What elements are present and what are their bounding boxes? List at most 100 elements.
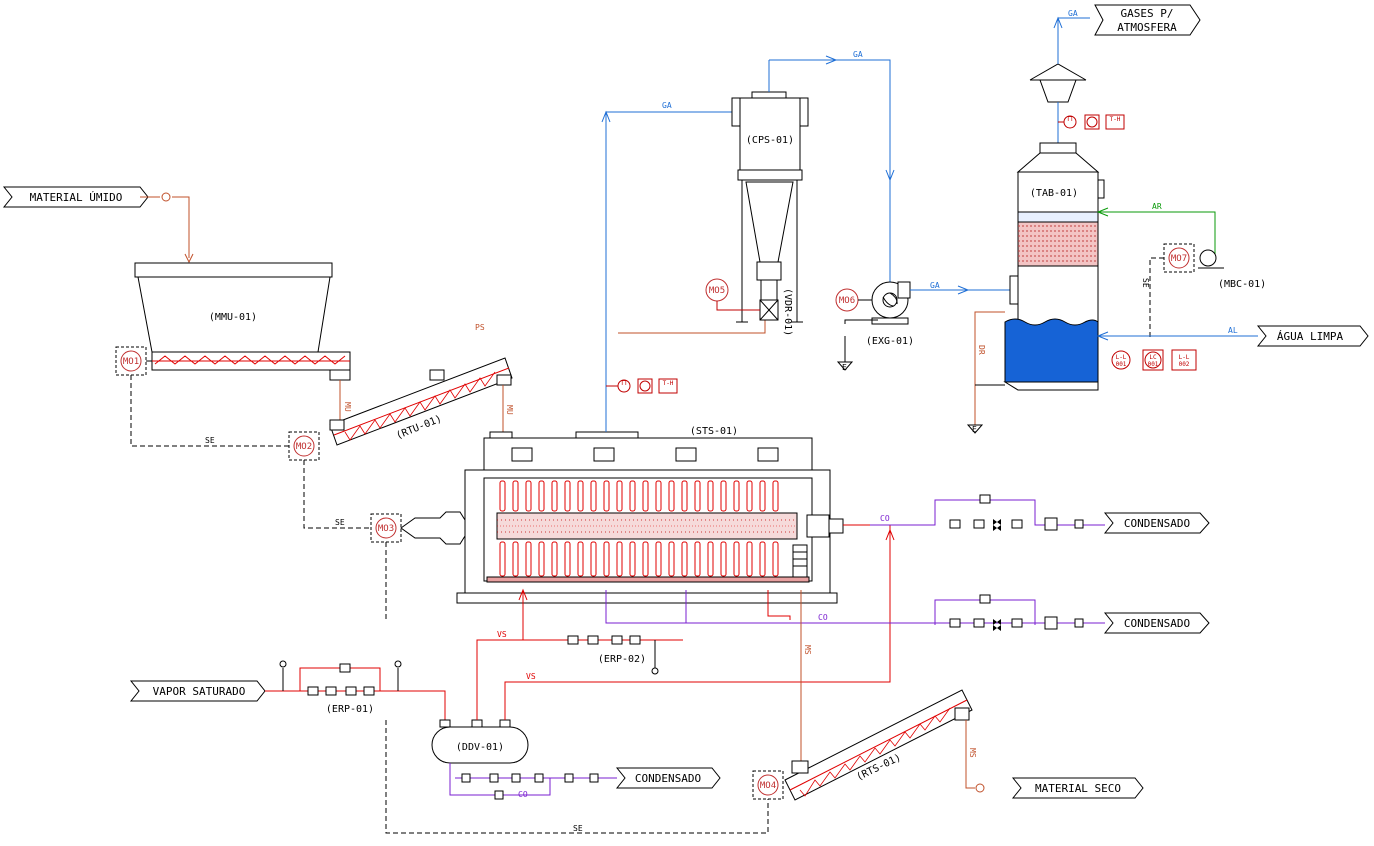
stream-ga-1: GA — [662, 101, 672, 110]
erp1-label: (ERP-01) — [326, 704, 374, 715]
stream-co-1: CO — [818, 613, 828, 622]
stream-ar: AR — [1152, 202, 1162, 211]
stream-se-4: SE — [1141, 278, 1150, 288]
steam-valves-2 — [567, 635, 641, 645]
cyclone-cps-01: (CPS-01) — [731, 60, 809, 323]
heating-tube — [655, 480, 662, 512]
instrument-cluster-1: TT T-H — [606, 378, 678, 394]
terminal-material-umido: MATERIAL ÚMIDO — [2, 186, 149, 208]
inst-tt-1: TT — [620, 380, 628, 387]
terminal-material-seco: MATERIAL SECO — [1011, 777, 1144, 799]
heating-tube — [720, 541, 727, 577]
stream-ms-2: MS — [968, 748, 977, 758]
mmu-label: (MMU-01) — [209, 312, 257, 323]
cps-label: (CPS-01) — [746, 135, 794, 146]
heating-tube — [707, 480, 714, 512]
stream-se-1: SE — [205, 436, 215, 445]
heating-tube — [499, 480, 506, 512]
stream-co-2: CO — [880, 514, 890, 523]
heating-tube — [525, 480, 532, 512]
stream-ga-3: GA — [930, 281, 940, 290]
stream-se-2: SE — [335, 518, 345, 527]
stream-ga-2: GA — [853, 50, 863, 59]
dryer-sts-01: (STS-01) — [456, 426, 844, 604]
exg-label: (EXG-01) — [866, 336, 914, 347]
steam-valves-1 — [307, 663, 375, 696]
inst-002: 002 — [1179, 361, 1190, 368]
motor-mo7: MO7 — [1163, 243, 1195, 273]
heating-tube — [655, 541, 662, 577]
mbc-label: (MBC-01) — [1218, 279, 1266, 290]
screw-rtu-01: MU (RTU-01) MU — [329, 357, 514, 446]
terminal-condensado-1-label: CONDENSADO — [1124, 517, 1190, 530]
heating-tube — [512, 480, 519, 512]
heating-tube — [720, 480, 727, 512]
stream-vs-1: VS — [497, 630, 507, 639]
heating-tube — [746, 541, 753, 577]
mixer-mmu-01: (MMU-01) — [134, 192, 351, 381]
mo4-label: MO4 — [760, 781, 776, 791]
heating-tube — [538, 541, 545, 577]
motor-mo5: MO5 — [705, 278, 760, 311]
inst-tt-2: TT — [1066, 116, 1074, 123]
heating-tube — [499, 541, 506, 577]
heating-tube — [642, 541, 649, 577]
motor-mo3: MO3 — [370, 511, 481, 545]
heating-tube — [590, 480, 597, 512]
stream-vs-2: VS — [526, 672, 536, 681]
stream-co-3: CO — [518, 790, 528, 799]
instrument-cluster-3: L-L 001 LC 001 L-L 002 — [1111, 349, 1197, 371]
heating-tube — [551, 541, 558, 577]
terminal-material-umido-label: MATERIAL ÚMIDO — [30, 191, 123, 204]
stream-e-1: E — [842, 363, 847, 372]
terminal-condensado-3: CONDENSADO — [615, 767, 721, 789]
heating-tube — [642, 480, 649, 512]
ps-line — [618, 320, 766, 334]
terminal-agua-limpa-label: ÁGUA LIMPA — [1277, 330, 1344, 343]
stream-e-2: E — [972, 425, 977, 434]
motor-mo2: MO2 — [288, 431, 320, 461]
inst-lc: LC — [1149, 354, 1157, 361]
heating-tube — [681, 480, 688, 512]
terminal-condensado-2: CONDENSADO — [1103, 612, 1210, 634]
heating-tube — [577, 541, 584, 577]
terminal-gases-label-2: ATMOSFERA — [1117, 21, 1177, 34]
terminal-condensado-2-label: CONDENSADO — [1124, 617, 1190, 630]
heating-tube — [772, 541, 779, 577]
inst-001-1: 001 — [1116, 361, 1127, 368]
terminal-condensado-1: CONDENSADO — [1103, 512, 1210, 534]
ms-line-2 — [965, 720, 975, 789]
motor-mo4: MO4 — [752, 770, 784, 800]
heating-tube — [772, 480, 779, 512]
inst-001-2: 001 — [1148, 361, 1159, 368]
terminal-gases-label-1: GASES P/ — [1121, 7, 1174, 20]
stream-ga-4: GA — [1068, 9, 1078, 18]
heating-tube — [733, 541, 740, 577]
heating-tube — [603, 541, 610, 577]
heating-tube — [590, 541, 597, 577]
heating-tube — [759, 541, 766, 577]
dryer-tubes — [499, 480, 779, 577]
condensate-traps — [461, 494, 1084, 800]
stream-mu-2: MU — [505, 405, 514, 415]
pump-mbc-01: (MBC-01) — [1198, 249, 1266, 290]
mo7-label: MO7 — [1171, 254, 1187, 264]
heating-tube — [616, 480, 623, 512]
tab-label: (TAB-01) — [1030, 188, 1078, 199]
heating-tube — [629, 541, 636, 577]
terminal-gases-atmosfera: GASES P/ ATMOSFERA — [1094, 4, 1201, 36]
heating-tube — [512, 541, 519, 577]
mo5-label: MO5 — [709, 286, 725, 296]
drum-ddv-01: (DDV-01) — [431, 719, 529, 764]
terminal-agua-limpa: ÁGUA LIMPA — [1256, 325, 1369, 347]
heating-tube — [616, 541, 623, 577]
heating-tube — [603, 480, 610, 512]
ddv-label: (DDV-01) — [456, 742, 504, 753]
motor-mo6: MO6 — [835, 288, 872, 312]
screw-rts-01: (RTS-01) — [784, 689, 973, 801]
inst-ll-2: L-L — [1179, 354, 1190, 361]
stream-mu-1: MU — [343, 402, 352, 412]
mo1-label: MO1 — [123, 357, 139, 367]
erp2-label: (ERP-02) — [598, 654, 646, 665]
